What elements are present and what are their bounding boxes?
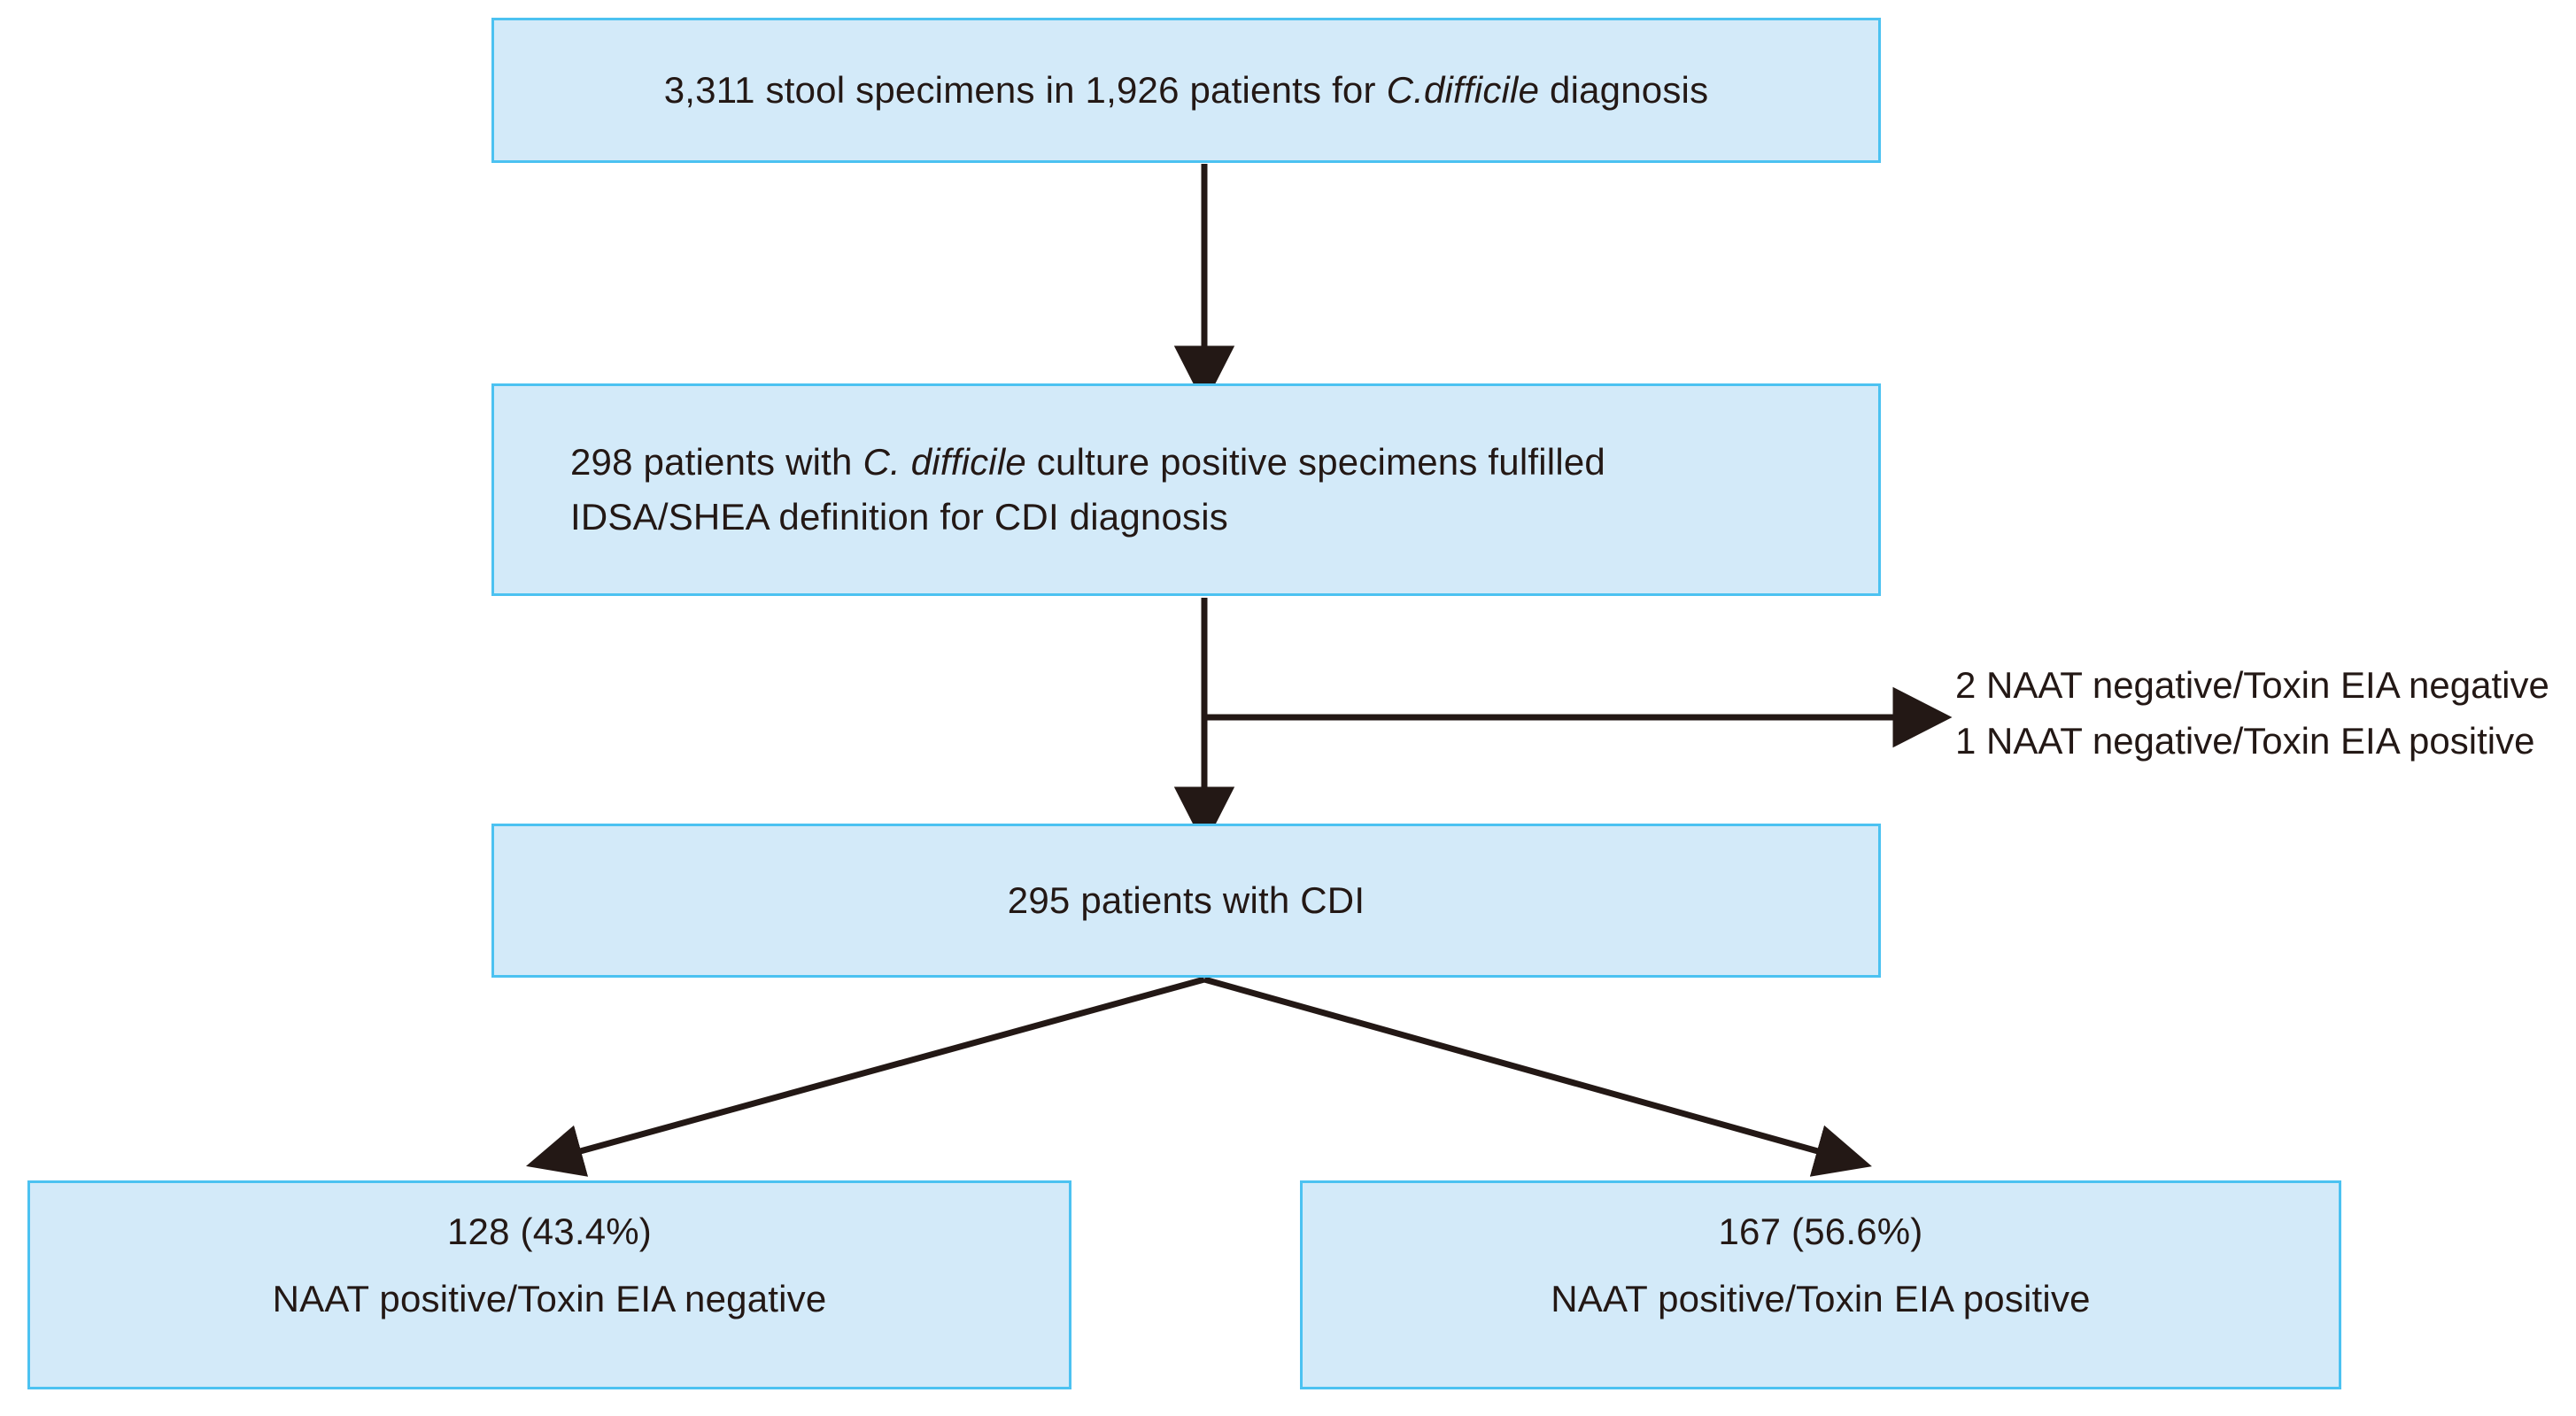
node-naat-pos-toxin-neg-count: 128 (43.4%) <box>446 1210 652 1252</box>
node-naat-pos-toxin-pos-label: NAAT positive/Toxin EIA positive <box>1551 1278 2091 1319</box>
node-naat-pos-toxin-neg-stack: 128 (43.4%) NAAT positive/Toxin EIA nega… <box>273 1204 827 1327</box>
excluded-note-line2: 1 NAAT negative/Toxin EIA positive <box>1955 720 2535 762</box>
node-cdi-text: 295 patients with CDI <box>1007 878 1365 921</box>
node-naat-pos-toxin-neg: 128 (43.4%) NAAT positive/Toxin EIA nega… <box>27 1180 1071 1389</box>
excluded-note-line1: 2 NAAT negative/Toxin EIA negative <box>1955 664 2549 706</box>
node-cdi: 295 patients with CDI <box>491 824 1881 978</box>
node-naat-pos-toxin-pos: 167 (56.6%) NAAT positive/Toxin EIA posi… <box>1300 1180 2341 1389</box>
node-specimens-organism-italic: C.difficile <box>1386 68 1540 111</box>
node-naat-pos-toxin-pos-count: 167 (56.6%) <box>1718 1210 1923 1252</box>
node-definition-line2: IDSA/SHEA definition for CDI diagnosis <box>570 496 1228 538</box>
node-definition: 298 patients with C. difficile culture p… <box>491 383 1881 596</box>
node-specimens-text-before: 3,311 stool specimens in 1,926 patients … <box>663 68 1387 111</box>
node-definition-line1-after: culture positive specimens fulfilled <box>1025 440 1605 483</box>
node-specimens-text-after: diagnosis <box>1539 68 1709 111</box>
excluded-note: 2 NAAT negative/Toxin EIA negative 1 NAA… <box>1955 657 2549 769</box>
edge-cdi-to-naat-pos-toxin-pos <box>1203 976 1872 1177</box>
node-naat-pos-toxin-pos-stack: 167 (56.6%) NAAT positive/Toxin EIA posi… <box>1551 1204 2090 1327</box>
node-specimens: 3,311 stool specimens in 1,926 patients … <box>491 18 1881 163</box>
node-definition-line1-before: 298 patients with <box>570 440 863 483</box>
node-naat-pos-toxin-neg-label: NAAT positive/Toxin EIA negative <box>272 1278 827 1319</box>
edge-cdi-to-naat-pos-toxin-neg <box>526 976 1205 1177</box>
node-specimens-text: 3,311 stool specimens in 1,926 patients … <box>664 63 1709 118</box>
node-definition-organism-italic: C. difficile <box>863 440 1026 483</box>
node-definition-line1: 298 patients with C. difficile culture p… <box>570 435 1605 490</box>
